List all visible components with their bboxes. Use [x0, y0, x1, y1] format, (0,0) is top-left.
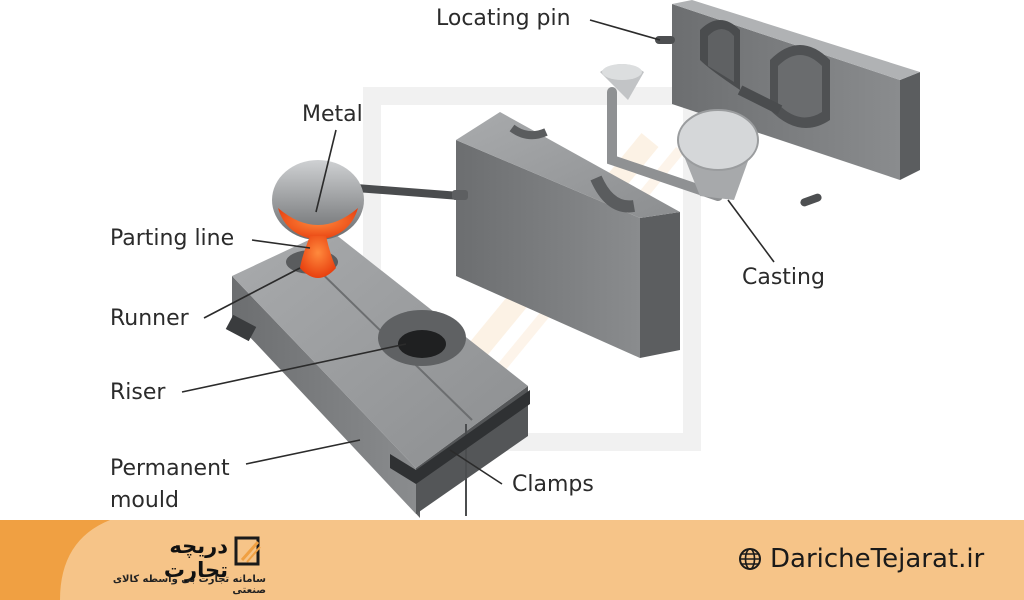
ladle-handle: [352, 184, 468, 200]
brand-logo-icon: [234, 536, 261, 566]
label-locating-pin: Locating pin: [436, 6, 571, 31]
clamp-right: [390, 390, 530, 484]
permanent-mould-diagram: [181, 0, 920, 518]
locating-pin-lower: [800, 193, 822, 207]
leader-metal: [315, 129, 337, 213]
label-runner: Runner: [110, 306, 189, 331]
footer-banner: دریچه تجارت سامانه تجارت بی واسطه کالای …: [0, 520, 1024, 600]
brand-name: دریچه تجارت: [163, 534, 228, 582]
brand-tagline: سامانه تجارت بی واسطه کالای صنعتی: [112, 574, 266, 596]
casting-part: [600, 64, 759, 201]
leader-clamps: [449, 449, 503, 485]
label-casting: Casting: [742, 265, 825, 290]
leader-casting: [727, 199, 775, 263]
leader-runner: [203, 267, 301, 319]
leader-permanent: [245, 439, 361, 465]
label-parting-line: Parting line: [110, 226, 235, 251]
website-url[interactable]: DaricheTejarat.ir: [770, 544, 985, 574]
label-clamps: Clamps: [512, 472, 594, 497]
leader-locating-pin: [589, 19, 661, 41]
mould-half-middle: [456, 112, 680, 358]
website-link[interactable]: DaricheTejarat.ir: [738, 542, 984, 576]
locating-pin-upper: [655, 36, 675, 44]
label-mould: mould: [110, 488, 179, 513]
label-metal: Metal: [302, 102, 363, 127]
leader-riser: [181, 343, 407, 393]
label-permanent: Permanent: [110, 456, 230, 481]
globe-icon: [739, 548, 761, 570]
label-riser: Riser: [110, 380, 166, 405]
ladle: [272, 160, 364, 240]
leader-parting-line: [251, 239, 311, 249]
molten-metal-pour: [300, 236, 336, 278]
footer-accent-shape: [0, 520, 110, 600]
clamp-left: [225, 314, 257, 342]
leader-lines: [181, 19, 775, 485]
mould-half-right: [672, 0, 920, 180]
